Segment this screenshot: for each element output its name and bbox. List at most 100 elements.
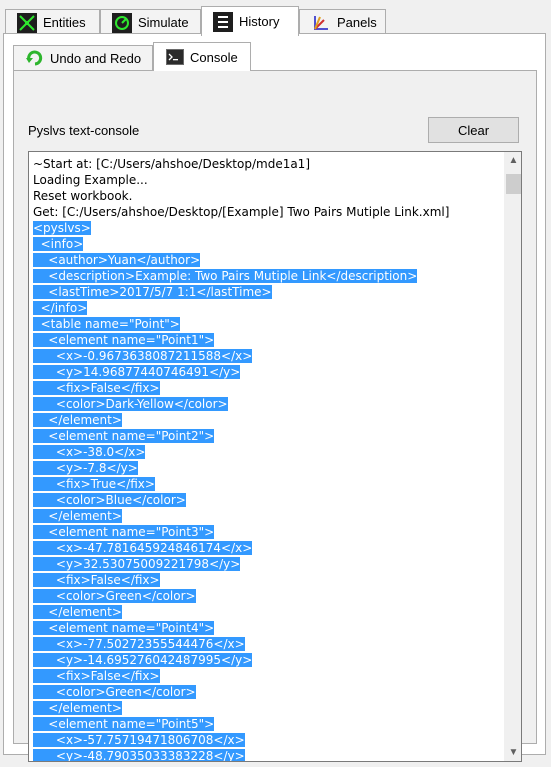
tab-label: Console [190,49,238,65]
tab-label: Undo and Redo [50,50,142,66]
console-line: Reset workbook. [33,188,503,204]
console-line: <element name="Point3"> [33,524,503,540]
console-lines: ~Start at: [C:/Users/ahshoe/Desktop/mde1… [33,156,503,762]
scroll-down-icon[interactable]: ▼ [508,747,519,758]
console-line: <fix>True</fix> [33,476,503,492]
console-line-text: <fix>False</fix> [33,381,160,395]
console-line: <description>Example: Two Pairs Mutiple … [33,268,503,284]
console-line-text: <y>-14.695276042487995</y> [33,653,253,667]
console-line-text: <info> [33,237,84,251]
tab-entities[interactable]: Entities [5,9,100,35]
console-line-text: <fix>False</fix> [33,669,160,683]
console-line: <color>Green</color> [33,588,503,604]
console-line: <color>Dark-Yellow</color> [33,396,503,412]
tab-label: History [239,14,280,29]
console-line-text: <lastTime>2017/5/7 1:1</lastTime> [33,285,272,299]
console-line: <fix>False</fix> [33,668,503,684]
tab-undo-and-redo[interactable]: Undo and Redo [13,45,153,70]
console-line-text: <element name="Point2"> [33,429,215,443]
console-line: </element> [33,508,503,524]
console-line-text: <element name="Point1"> [33,333,215,347]
console-line-text: <color>Green</color> [33,685,196,699]
console-line: Get: [C:/Users/ahshoe/Desktop/[Example] … [33,204,503,220]
console-line-text: <x>-38.0</x> [33,445,146,459]
console-line-text: </info> [33,301,88,315]
console-line: <y>32.53075009221798</y> [33,556,503,572]
simulate-icon [112,12,132,33]
entities-icon [17,12,37,33]
console-line: <y>-48.79035033383228</y> [33,748,503,762]
tab-simulate[interactable]: Simulate [100,9,201,35]
console-line: <color>Blue</color> [33,492,503,508]
console-line-text: <color>Green</color> [33,589,196,603]
console-line: <x>-38.0</x> [33,444,503,460]
console-line: <x>-77.50272355544476</x> [33,636,503,652]
console-line-text: </element> [33,605,122,619]
console-line: <x>-57.75719471806708</x> [33,732,503,748]
scroll-up-icon[interactable]: ▲ [508,155,519,166]
console-output[interactable]: ~Start at: [C:/Users/ahshoe/Desktop/mde1… [28,151,522,762]
history-icon [213,11,233,32]
console-line: <info> [33,236,503,252]
console-line-text: <fix>False</fix> [33,573,160,587]
console-line: Loading Example... [33,172,503,188]
console-line: </info> [33,300,503,316]
console-line: <element name="Point5"> [33,716,503,732]
console-title: Pyslvs text-console [28,123,140,138]
panels-icon [311,13,331,33]
console-line-text: <x>-57.75719471806708</x> [33,733,245,747]
console-line-text: </element> [33,413,122,427]
console-line-text: </element> [33,701,122,715]
console-line: <x>-47.781645924846174</x> [33,540,503,556]
console-line-text: <y>14.96877440746491</y> [33,365,241,379]
tab-label: Entities [43,15,86,30]
console-line: <y>-14.695276042487995</y> [33,652,503,668]
console-line: <pyslvs> [33,220,503,236]
tab-history[interactable]: History [201,6,299,36]
console-line-text: Get: [C:/Users/ahshoe/Desktop/[Example] … [33,205,450,219]
console-line: <fix>False</fix> [33,572,503,588]
console-line: <lastTime>2017/5/7 1:1</lastTime> [33,284,503,300]
console-line: <element name="Point4"> [33,620,503,636]
console-line-text: <pyslvs> [33,221,91,235]
clear-button[interactable]: Clear [428,117,519,143]
console-line-text: <color>Blue</color> [33,493,186,507]
console-line-text: <x>-0.9673638087211588</x> [33,349,253,363]
console-line-text: <table name="Point"> [33,317,180,331]
console-line: <element name="Point1"> [33,332,503,348]
scrollbar-thumb[interactable] [506,174,521,194]
console-line: <table name="Point"> [33,316,503,332]
console-line-text: <color>Dark-Yellow</color> [33,397,228,411]
undo-redo-icon [26,49,44,67]
console-line: </element> [33,412,503,428]
console-line-text: Reset workbook. [33,189,133,203]
console-icon [166,49,184,65]
console-line-text: <x>-77.50272355544476</x> [33,637,245,651]
console-panel: Pyslvs text-console Clear ~Start at: [C:… [13,70,537,762]
console-line-text: <y>32.53075009221798</y> [33,557,241,571]
console-line-text: <element name="Point3"> [33,525,215,539]
console-line: </element> [33,604,503,620]
console-line: <y>14.96877440746491</y> [33,364,503,380]
console-line: ~Start at: [C:/Users/ahshoe/Desktop/mde1… [33,156,503,172]
console-line-text: <author>Yuan</author> [33,253,201,267]
console-line-text: <y>-48.79035033383228</y> [33,749,245,762]
console-line-text: <element name="Point5"> [33,717,215,731]
console-line-text: Loading Example... [33,173,148,187]
console-line: <y>-7.8</y> [33,460,503,476]
console-line-text: ~Start at: [C:/Users/ahshoe/Desktop/mde1… [33,157,311,171]
console-line: <element name="Point2"> [33,428,503,444]
console-line: <color>Green</color> [33,684,503,700]
tab-label: Panels [337,15,377,30]
console-line: <fix>False</fix> [33,380,503,396]
vertical-scrollbar[interactable]: ▲ ▼ [504,152,521,761]
tab-label: Simulate [138,15,189,30]
console-line-text: <description>Example: Two Pairs Mutiple … [33,269,418,283]
console-line: <author>Yuan</author> [33,252,503,268]
console-line: </element> [33,700,503,716]
tab-console[interactable]: Console [153,42,251,71]
console-line-text: <element name="Point4"> [33,621,215,635]
console-line-text: <fix>True</fix> [33,477,155,491]
console-line-text: <y>-7.8</y> [33,461,138,475]
tab-panels[interactable]: Panels [299,9,386,35]
